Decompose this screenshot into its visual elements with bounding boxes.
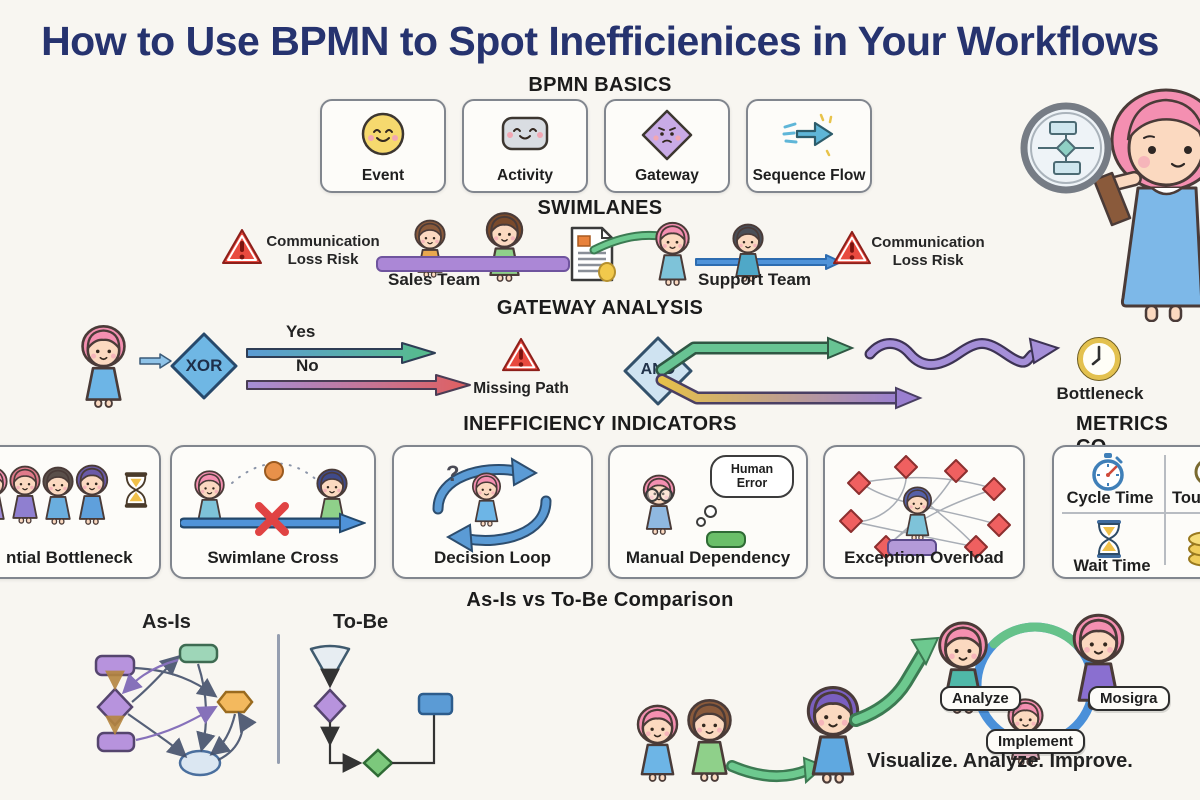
metrics-card: Cycle Time Tou Wait Time (1052, 445, 1200, 579)
basics-card-label: Sequence Flow (752, 167, 866, 184)
section-header-indicators: INEFFICIENCY INDICATORS (463, 413, 737, 435)
cycle-step-analyze: Analyze (940, 686, 1021, 711)
indicator-card-label: Swimlane Cross (207, 548, 339, 567)
bottleneck-label: Bottleneck (1056, 384, 1144, 403)
to-be-diagram (309, 644, 454, 778)
warning-icon (222, 229, 262, 264)
mascot-magnifier-illustration (1020, 88, 1200, 322)
red-x-icon (255, 502, 289, 536)
partial-icon (1194, 461, 1200, 483)
page-title: How to Use BPMN to Spot Inefficienices i… (41, 18, 1159, 64)
cycle-step-redesign: Mosigra (1088, 686, 1170, 711)
gateway-icon (641, 109, 693, 161)
sequence-flow-icon (782, 113, 834, 157)
no-arrow (246, 374, 471, 396)
section-header-swimlanes: SWIMLANES (537, 197, 663, 219)
metric-label: Cycle Time (1066, 489, 1154, 507)
basics-card-event: Event (320, 99, 446, 193)
thought-bubble-dot (704, 505, 717, 518)
and-branch-arrows (655, 336, 923, 410)
yes-arrow (246, 342, 436, 364)
child-character-icon (897, 483, 938, 541)
warning-label-left: Communication Loss Risk (266, 233, 380, 268)
activity-icon (501, 116, 549, 151)
improvement-arrow-icon (849, 636, 940, 727)
ball-icon (264, 461, 284, 481)
xor-label: XOR (185, 356, 223, 375)
section-header-basics: BPMN BASICS (528, 74, 672, 96)
exception-web-icon (839, 455, 1011, 559)
indicator-card-bottleneck: ntial Bottleneck (0, 445, 161, 579)
basics-card-gateway: Gateway (604, 99, 730, 193)
child-character-icon (648, 218, 697, 286)
no-label: No (296, 356, 319, 375)
thought-bubble: Human Error (710, 455, 794, 498)
metrics-divider-vertical (1164, 455, 1166, 565)
as-is-label: As-Is (142, 611, 191, 633)
child-character-icon (69, 461, 115, 525)
sales-swimlane-bar (376, 256, 570, 272)
comparison-divider (277, 634, 280, 764)
bottleneck-clock-icon (1077, 337, 1121, 381)
indicator-card-label: Decision Loop (433, 548, 552, 567)
cycle-step-implement: Implement (986, 729, 1086, 754)
section-header-gateway-analysis: GATEWAY ANALYSIS (496, 297, 704, 319)
indicator-card-label: Exception Overload (844, 548, 1004, 567)
hourglass-icon (124, 472, 148, 508)
warning-label-right: Communication Loss Risk (871, 234, 985, 269)
child-character-icon (72, 320, 135, 408)
metrics-divider-horizontal (1062, 512, 1200, 514)
small-arrow-icon (139, 353, 172, 369)
basics-card-label: Gateway (635, 167, 699, 184)
wavy-arrow (864, 337, 1061, 370)
indicator-card-swimlane-cross: Swimlane Cross (170, 445, 376, 579)
warning-icon (502, 337, 541, 372)
child-character-icon (466, 469, 507, 527)
xor-gateway-icon (170, 332, 238, 400)
stopwatch-icon (1092, 453, 1124, 491)
sales-team-label: Sales Team (388, 270, 481, 289)
as-is-diagram (94, 643, 257, 777)
tagline: Visualize. Analyze. Improve. (867, 750, 1133, 772)
question-mark-glyph: ? (446, 461, 460, 486)
thought-bubble-dot (696, 517, 706, 527)
basics-card-activity: Activity (462, 99, 588, 193)
basics-card-sequence-flow: Sequence Flow (746, 99, 872, 193)
basics-card-label: Event (361, 167, 405, 184)
indicator-card-decision-loop: ? Decision Loop (392, 445, 593, 579)
support-swimlane-bar (695, 254, 842, 270)
event-icon (361, 112, 405, 156)
coins-icon (1188, 531, 1200, 567)
indicator-card-manual-dependency: Human Error Manual Dependency (608, 445, 808, 579)
hourglass-icon (1097, 520, 1121, 558)
metric-label: Tou (1172, 489, 1200, 507)
metric-label: Wait Time (1073, 557, 1151, 575)
section-header-comparison: As-Is vs To-Be Comparison (466, 589, 734, 611)
loop-arrows-icon (432, 457, 552, 553)
button-icon (706, 531, 746, 548)
desk-bar (887, 539, 937, 556)
indicator-card-label: ntial Bottleneck (6, 548, 133, 567)
missing-path-label: Missing Path (473, 380, 569, 397)
basics-card-label: Activity (497, 167, 553, 184)
indicator-card-label: Manual Dependency (625, 548, 791, 567)
warning-icon (833, 230, 872, 265)
yes-label: Yes (286, 322, 316, 341)
glasses-icon (645, 488, 673, 502)
to-be-label: To-Be (333, 611, 389, 633)
indicator-card-exception-overload: Exception Overload (823, 445, 1025, 579)
support-team-label: Support Team (698, 270, 812, 289)
child-character-icon (636, 471, 682, 535)
